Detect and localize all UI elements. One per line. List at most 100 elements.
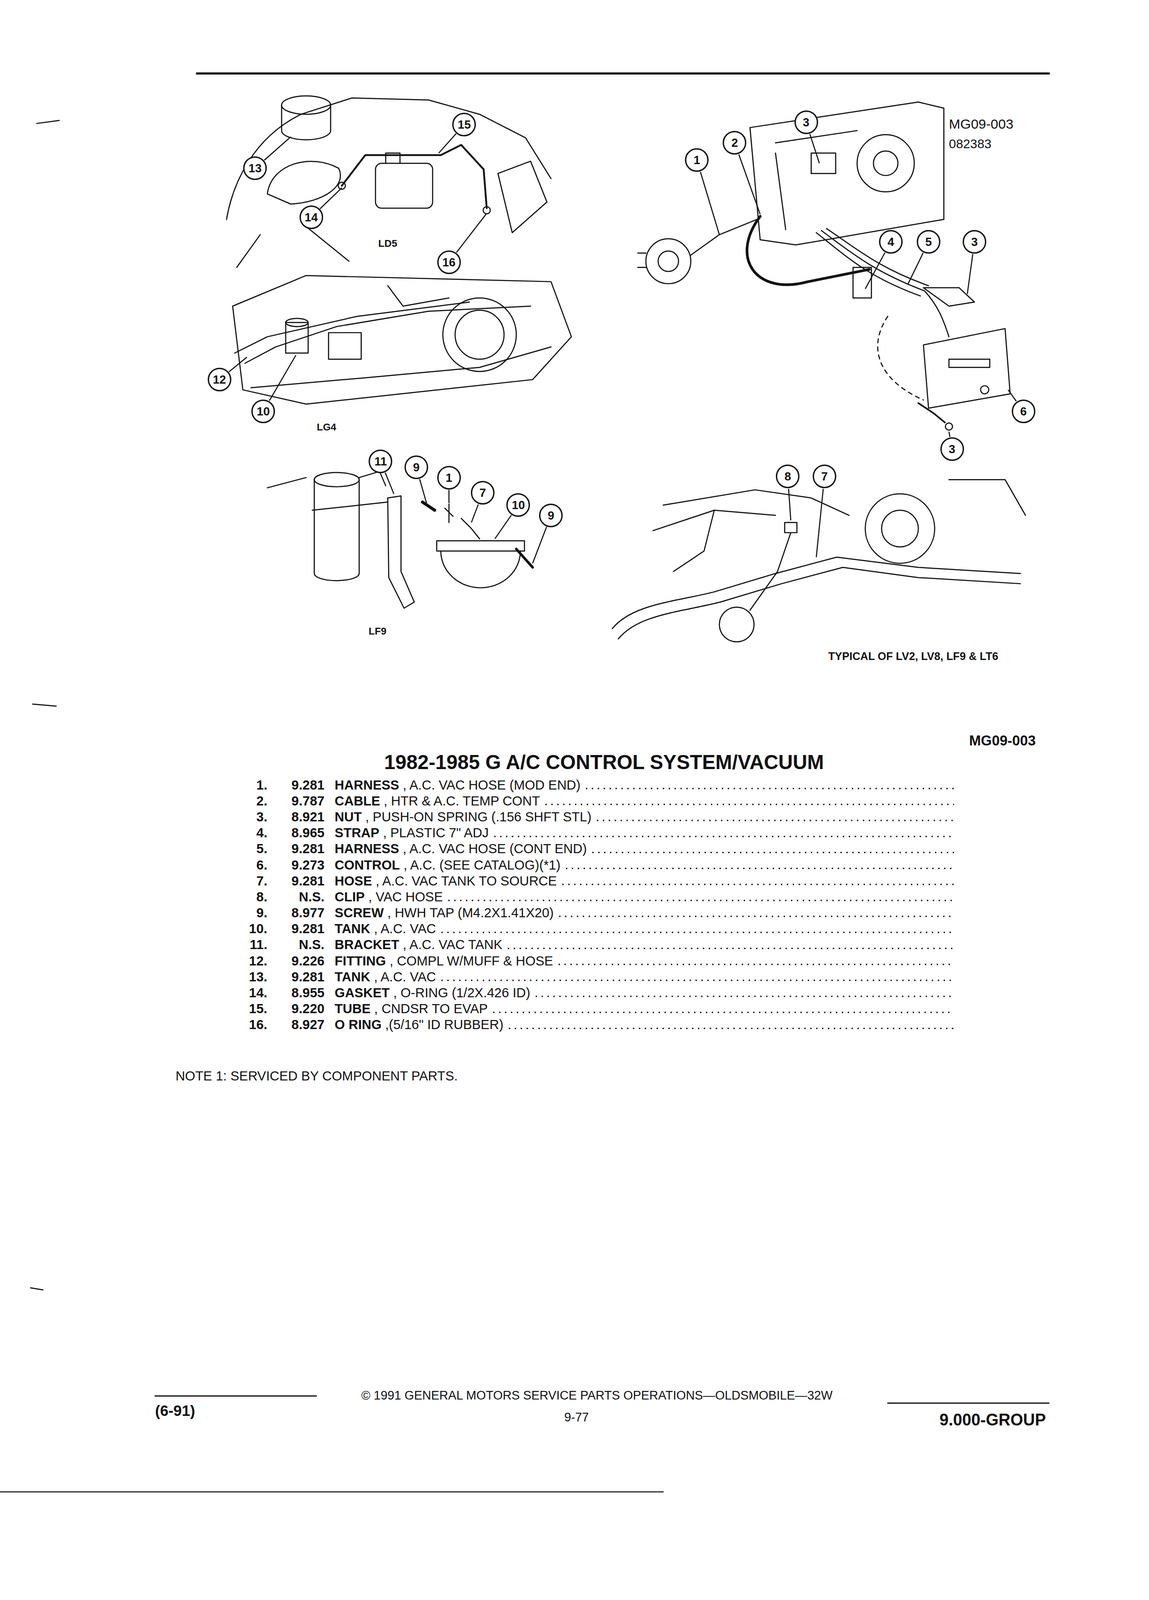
dot-leader	[493, 1011, 955, 1014]
callout-circle: 12	[207, 367, 232, 392]
line-art	[637, 253, 646, 268]
dot-leader	[559, 915, 955, 918]
callout-circle: 16	[437, 250, 461, 275]
line-art	[387, 285, 450, 307]
part-group-number-slot: 8.927	[291, 1017, 325, 1033]
item-number-slot: 4.	[256, 825, 268, 841]
figure-date-slot: 082383	[949, 136, 992, 152]
line-art	[312, 502, 388, 511]
item-number: 15.	[249, 1001, 268, 1016]
part-description-slot: , CNDSR TO EVAP	[374, 1001, 488, 1017]
part-group-number: 8.921	[291, 809, 325, 825]
part-group-number-slot: N.S.	[299, 889, 325, 905]
line-art	[436, 540, 525, 551]
line-art	[461, 518, 480, 539]
ld5-view	[226, 95, 551, 268]
lg4-view	[232, 275, 572, 405]
bottom-rule	[0, 1491, 664, 1493]
figure-id: MG09-003	[949, 116, 1014, 132]
part-description: , PLASTIC 7" ADJ	[383, 825, 490, 840]
part-group-number-slot: 8.955	[291, 985, 325, 1001]
leader-line	[738, 154, 760, 215]
line-art	[749, 532, 791, 611]
callout-number: 10	[256, 405, 270, 418]
part-group-number-slot: 9.281	[291, 969, 325, 985]
part-group-number-slot: 9.281	[291, 873, 325, 889]
part-group-number-slot: N.S.	[299, 937, 325, 953]
callout-number: 15	[457, 118, 471, 131]
part-description-slot: , A.C. VAC TANK	[402, 937, 503, 953]
line-art	[236, 226, 350, 268]
part-name-slot: O RING	[334, 1017, 382, 1033]
item-number-slot: 1.	[256, 777, 268, 793]
part-group-number-slot: 9.226	[291, 953, 325, 969]
part-name: O RING	[334, 1017, 382, 1032]
leader-line	[700, 171, 720, 235]
callout-circle: 10	[506, 493, 530, 517]
line-art	[673, 510, 715, 572]
line-art	[612, 557, 1021, 629]
part-group-number: 9.281	[291, 777, 325, 793]
part-name: BRACKET	[334, 937, 400, 952]
callout-number: 3	[802, 116, 810, 129]
leader-line	[229, 357, 248, 372]
line-art	[784, 522, 797, 533]
line-art	[857, 134, 915, 192]
dot-leader	[592, 851, 955, 854]
part-description: , A.C. VAC HOSE (CONT END)	[402, 841, 587, 856]
callout-circle: 5	[916, 229, 941, 254]
part-description: , HTR & A.C. TEMP CONT	[383, 793, 540, 809]
callout-circle: 9	[404, 455, 429, 480]
dot-leader	[441, 979, 955, 981]
callout-number: 8	[784, 470, 791, 483]
part-name-slot: HARNESS	[334, 841, 400, 857]
part-group-number: N.S.	[299, 889, 325, 905]
line-art	[498, 161, 548, 233]
callout-circle: 3	[940, 437, 965, 461]
line-art	[653, 510, 776, 531]
line-art	[949, 359, 990, 368]
line-art	[923, 328, 1011, 409]
part-name: FITTING	[334, 953, 386, 969]
copyright-slot: © 1991 GENERAL MOTORS SERVICE PARTS OPER…	[361, 1388, 833, 1403]
line-art	[749, 101, 945, 245]
part-name-slot: NUT	[334, 809, 362, 825]
callout-circle: 6	[1011, 399, 1036, 424]
view-note-slot: TYPICAL OF LV2, LV8, LF9 & LT6	[828, 649, 999, 663]
part-name-slot: SCREW	[334, 905, 384, 921]
dot-leader	[562, 883, 955, 885]
item-number-slot: 2.	[256, 793, 268, 809]
dot-leader	[565, 867, 955, 870]
dot-leader	[509, 1027, 955, 1030]
line-art	[440, 550, 521, 588]
item-number-slot: 7.	[256, 873, 268, 889]
item-number-slot: 12.	[249, 953, 268, 969]
dot-leader	[507, 947, 955, 950]
callout-circle: 9	[539, 503, 563, 528]
line-art	[314, 472, 360, 487]
part-group-number-slot: 9.787	[291, 793, 325, 809]
title-slot: 1982-1985 G A/C CONTROL SYSTEM/VACUUM	[384, 750, 824, 775]
callout-number: 7	[479, 486, 486, 499]
leader-line	[448, 489, 450, 504]
leader-line	[809, 134, 820, 164]
part-group-number: 9.787	[291, 793, 325, 809]
leader-line	[456, 213, 487, 253]
part-description-slot: , VAC HOSE	[368, 889, 443, 905]
part-name-slot: GASKET	[334, 985, 390, 1001]
page-number-slot: 9-77	[564, 1410, 589, 1425]
item-number: 7.	[256, 873, 268, 889]
part-name: GASKET	[334, 985, 390, 1000]
part-description: , A.C. VAC TANK	[402, 937, 503, 952]
leader-line	[494, 514, 512, 539]
callout-circle: 7	[470, 480, 495, 505]
part-group-number-slot: 8.977	[291, 905, 325, 921]
callout-circle: 2	[722, 130, 747, 155]
callout-number: 5	[925, 235, 932, 248]
callout-circle: 11	[368, 449, 393, 474]
group-number-slot: 9.000-GROUP	[939, 1410, 1046, 1429]
part-group-number-slot: 8.965	[291, 825, 325, 841]
part-group-number-slot: 9.281	[291, 841, 325, 857]
callout-number: 1	[693, 154, 700, 166]
leader-line	[471, 504, 479, 523]
